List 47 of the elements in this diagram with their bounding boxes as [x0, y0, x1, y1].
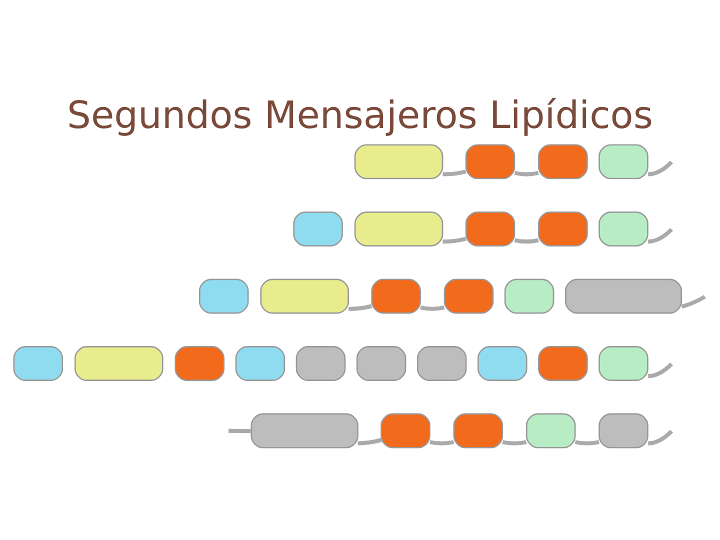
node-box — [538, 144, 588, 180]
node-box — [13, 346, 64, 382]
connector — [420, 306, 445, 311]
connector — [514, 238, 539, 244]
node-box — [453, 413, 504, 448]
connector — [648, 228, 673, 244]
connector — [648, 430, 673, 446]
node-box — [250, 413, 358, 448]
node-box — [416, 346, 467, 382]
node-box — [354, 144, 444, 180]
node-box — [526, 413, 576, 448]
node-box — [598, 144, 648, 180]
node-box — [354, 211, 444, 246]
node-box — [465, 211, 516, 246]
connector — [442, 170, 466, 176]
node-box — [380, 413, 430, 448]
node-box — [598, 211, 648, 246]
connector — [442, 236, 466, 244]
node-box — [444, 278, 494, 314]
node-box — [260, 278, 349, 314]
node-box — [504, 278, 554, 314]
connector — [228, 428, 252, 434]
node-box — [564, 278, 682, 314]
node-box — [296, 346, 346, 382]
connector — [358, 438, 382, 446]
node-box — [235, 346, 286, 382]
node-box — [598, 413, 648, 448]
node-box — [74, 346, 164, 382]
node-box — [293, 211, 343, 246]
node-box — [356, 346, 406, 382]
node-box — [371, 278, 421, 314]
node-box — [465, 144, 516, 180]
node-box — [478, 346, 528, 382]
node-box — [598, 346, 648, 382]
connector — [681, 294, 706, 309]
node-box — [538, 211, 588, 246]
diagram-title: Segundos Mensajeros Lipídicos — [67, 92, 653, 137]
node-box — [174, 346, 225, 382]
connector — [502, 440, 527, 446]
connector — [430, 440, 454, 446]
connector — [574, 440, 600, 446]
connector — [348, 304, 372, 311]
connector — [648, 160, 673, 176]
node-box — [538, 346, 588, 382]
connector — [514, 170, 539, 176]
node-box — [198, 278, 249, 314]
connector — [648, 362, 673, 378]
